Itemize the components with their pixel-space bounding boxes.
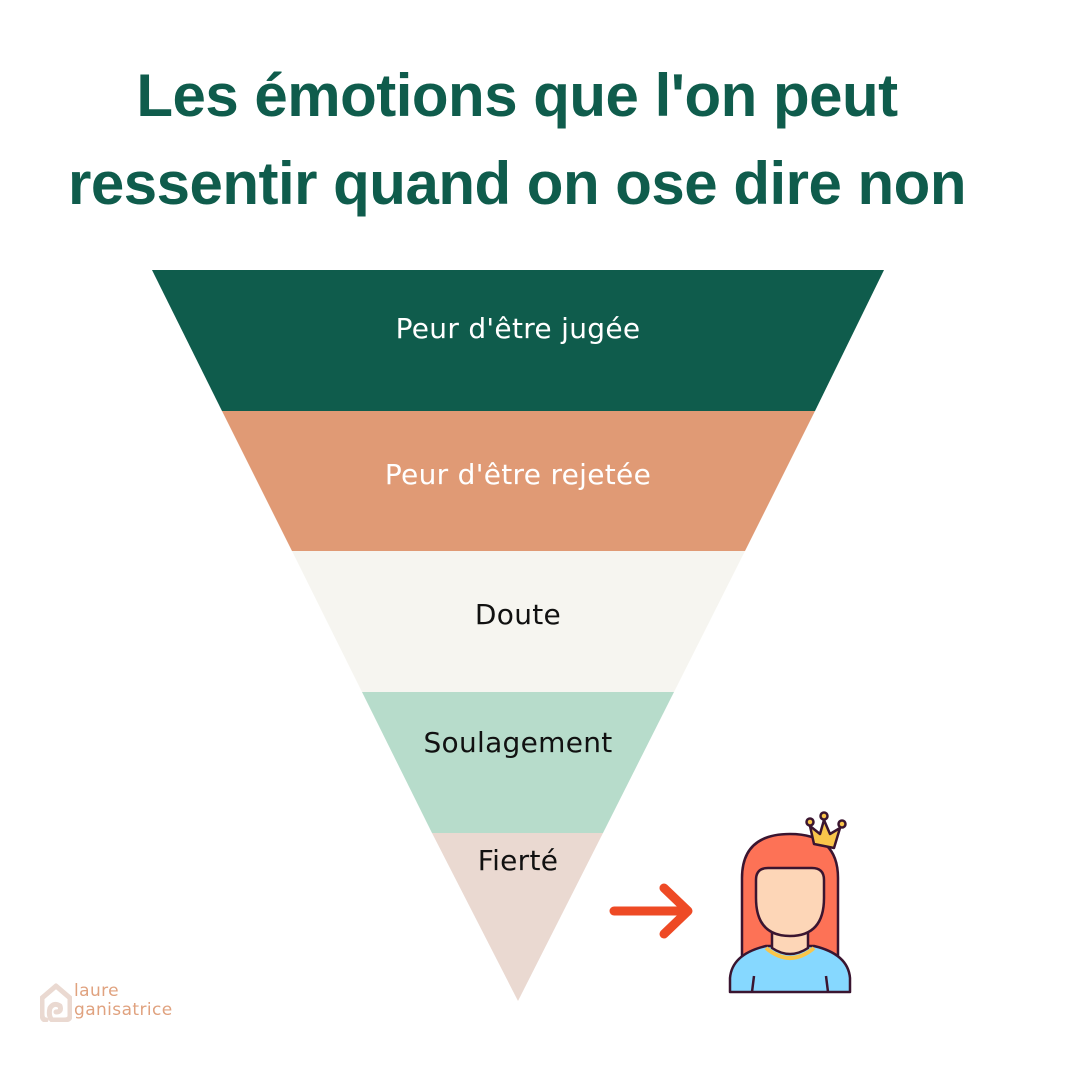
brand-logo: laure ganisatrice (39, 981, 210, 1026)
funnel-band-3 (292, 551, 745, 692)
page-title: Les émotions que l'on peut ressentir qua… (0, 52, 1034, 228)
logo-line-2: ganisatrice (74, 1000, 173, 1020)
house-spiral-icon (39, 983, 73, 1023)
band-label-peur-jugee: Peur d'être jugée (395, 312, 641, 345)
logo-line-1: laure (74, 981, 119, 1001)
title-line-1: Les émotions que l'on peut (136, 62, 898, 129)
band-label-doute: Doute (474, 598, 562, 631)
princess-avatar-icon (728, 811, 852, 994)
funnel-band-4 (362, 692, 674, 833)
band-label-soulagement: Soulagement (423, 726, 613, 759)
band-label-fierte: Fierté (477, 844, 559, 877)
funnel-band-2 (222, 411, 815, 551)
funnel-band-5 (432, 833, 603, 1001)
band-label-peur-rejetee: Peur d'être rejetée (384, 458, 652, 491)
title-line-2: ressentir quand on ose dire non (68, 150, 966, 217)
arrow-right-icon (609, 883, 693, 939)
funnel-band-1 (152, 270, 884, 411)
